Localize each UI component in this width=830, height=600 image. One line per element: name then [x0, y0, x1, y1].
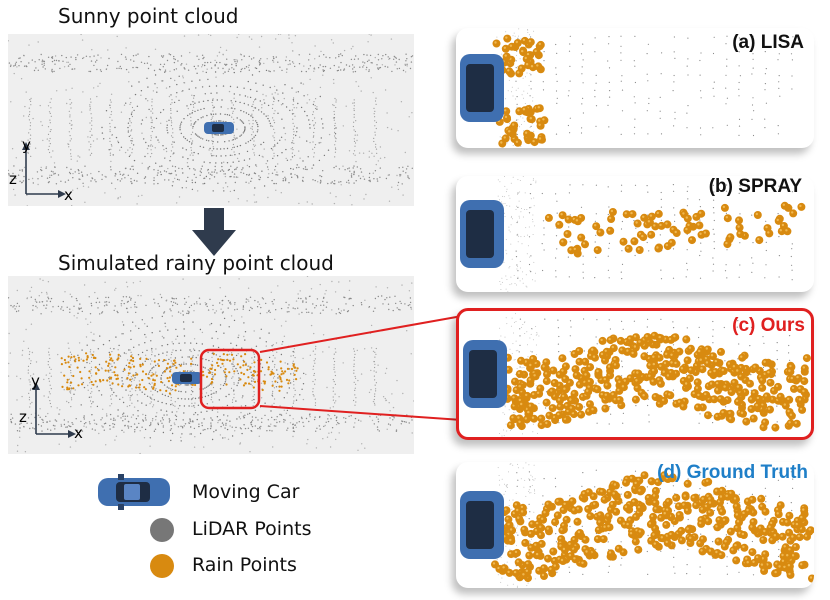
panel-ours: (c) Ours: [456, 308, 814, 440]
panel-c-points: [498, 313, 811, 437]
panel-spray-canvas: [460, 176, 806, 292]
lidar-points-icon: [150, 518, 174, 542]
panel-lisa-canvas: [460, 28, 794, 148]
down-arrow: [192, 208, 236, 256]
panel-ground-truth: (d) Ground Truth: [456, 462, 814, 588]
panel-ours-label: (c) Ours: [732, 315, 805, 336]
car-icon: [98, 474, 170, 510]
panel-lisa-label: (a) LISA: [732, 32, 804, 53]
panel-spray: (b) SPRAY: [456, 176, 814, 292]
sunny-point-cloud: [8, 34, 414, 206]
panel-a-car: [460, 54, 504, 122]
sunny-lidar-points: [8, 34, 414, 206]
panel-lisa: (a) LISA: [456, 28, 814, 148]
zoom-highlight-box: [199, 348, 261, 410]
sunny-axis-glyph: [22, 142, 66, 198]
sunny-z-label: z: [9, 170, 17, 188]
panel-spray-label: (b) SPRAY: [708, 176, 802, 197]
rainy-point-cloud: [8, 276, 414, 454]
rain-points-icon: [150, 554, 174, 578]
panel-b-car: [460, 200, 504, 268]
sunny-title: Sunny point cloud: [58, 4, 239, 28]
rainy-title: Simulated rainy point cloud: [58, 251, 334, 275]
legend-moving-car-label: Moving Car: [192, 481, 300, 503]
sunny-y-label: y: [22, 136, 31, 154]
sunny-x-label: x: [64, 186, 73, 204]
panel-d-car: [460, 491, 504, 559]
legend-lidar-points-label: LiDAR Points: [192, 518, 312, 540]
panel-c-car: [463, 340, 507, 408]
rainy-z-label: z: [19, 408, 27, 426]
rainy-x-label: x: [74, 424, 83, 442]
sunny-cloud-canvas: [8, 34, 414, 206]
rainy-axis-glyph: [32, 382, 76, 438]
rainy-y-label: y: [31, 372, 40, 390]
panel-ground-truth-canvas: [460, 462, 814, 588]
legend-rain-points-label: Rain Points: [192, 554, 297, 576]
panel-b-points: [496, 176, 806, 292]
rainy-car: [172, 372, 202, 384]
sunny-car: [204, 122, 234, 134]
panel-ours-canvas: [463, 313, 811, 437]
rainy-cloud-canvas: [8, 276, 414, 454]
panel-a-points: [492, 28, 794, 148]
panel-ground-truth-label: (d) Ground Truth: [657, 462, 808, 483]
